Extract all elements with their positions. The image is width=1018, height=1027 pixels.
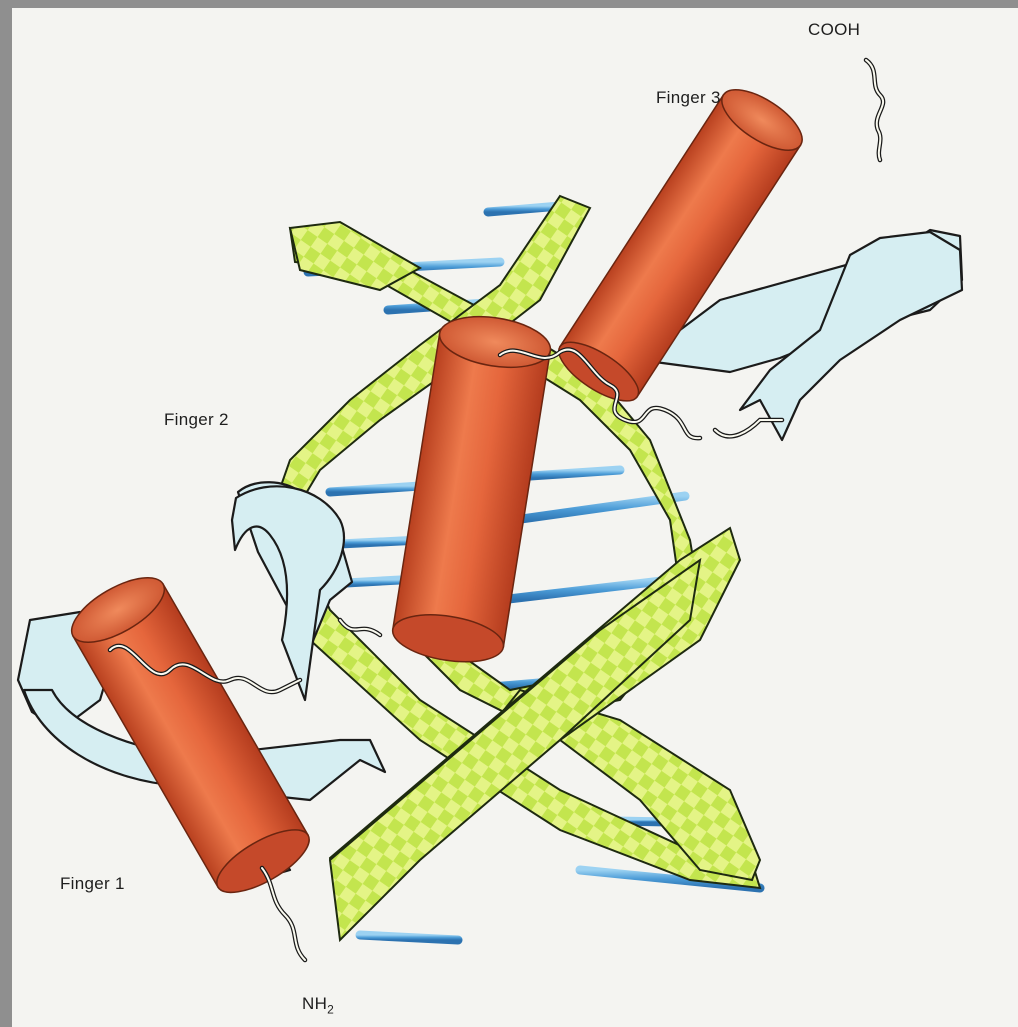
nh2-text: NH <box>302 994 327 1013</box>
zinc-finger-diagram <box>12 8 1018 1027</box>
base-pair <box>500 496 685 522</box>
nh2-label: NH2 <box>302 994 334 1016</box>
dna-strand-top-left <box>290 222 420 290</box>
base-pair <box>330 486 420 492</box>
cooh-label: COOH <box>808 20 860 40</box>
finger-1-label: Finger 1 <box>60 874 125 894</box>
base-pair <box>360 935 458 940</box>
finger-3-label: Finger 3 <box>656 88 721 108</box>
nh2-subscript: 2 <box>327 1002 334 1016</box>
finger-2-label: Finger 2 <box>164 410 229 430</box>
figure-paper: COOH Finger 3 Finger 2 Finger 1 NH2 <box>12 8 1018 1027</box>
